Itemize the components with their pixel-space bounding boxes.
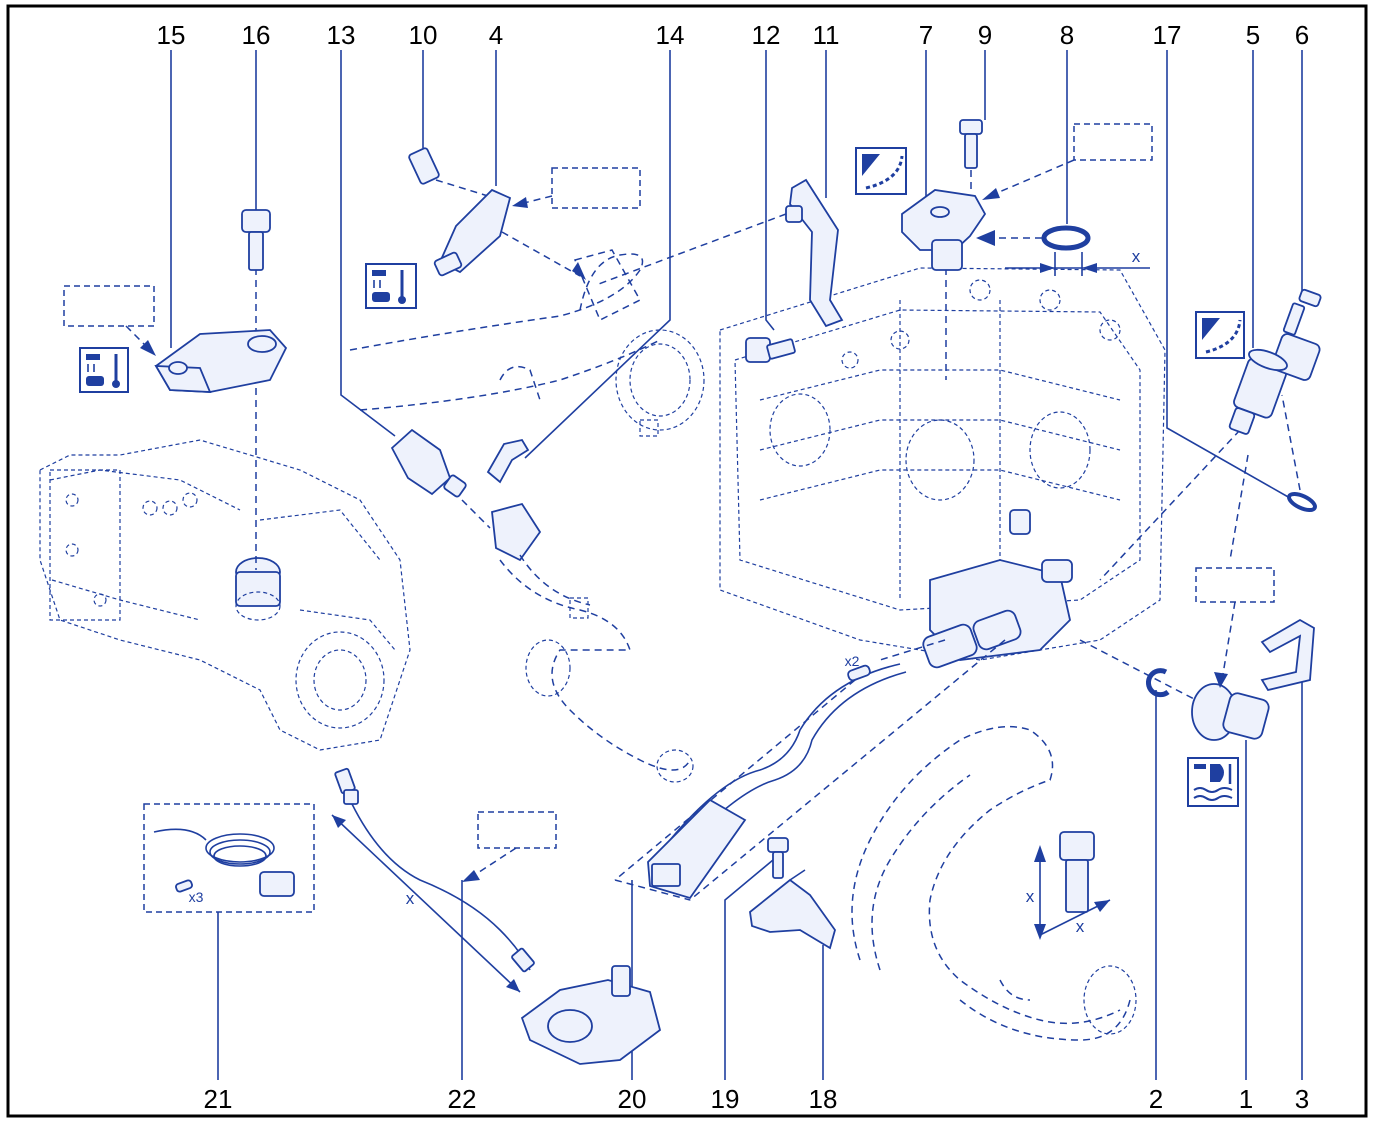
dimension-x-label: x (406, 889, 415, 908)
part-number-labels-bottom: 21 22 20 19 18 2 1 3 (204, 1084, 1310, 1114)
quantity-label: x3 (189, 889, 204, 905)
camshaft-sensor-assembly (901, 119, 1153, 276)
part-number-6: 6 (1295, 20, 1309, 50)
quantity-label: x2 (845, 653, 860, 669)
pressure-sensor-15-bolt-16 (63, 209, 288, 393)
part-number-2: 2 (1149, 1084, 1163, 1114)
pump-housing-left (39, 268, 411, 751)
dimension-x-label: x (1026, 887, 1035, 906)
part-number-14: 14 (656, 20, 685, 50)
coolant-temperature-icon (1187, 757, 1239, 807)
sensor-angle-icon (855, 147, 907, 195)
part-number-7: 7 (919, 20, 933, 50)
coolant-pipe (851, 725, 1137, 1041)
part-number-17: 17 (1153, 20, 1182, 50)
harness-connector-20 (647, 663, 907, 900)
temperature-sensor-13 (390, 428, 694, 783)
exhaust-temp-sensor-22 (331, 767, 662, 1065)
sensor-angle-icon (1195, 311, 1245, 359)
bracket-11-bolt-12 (595, 178, 844, 363)
part-number-22: 22 (448, 1084, 477, 1114)
part-number-labels-top: 15 16 13 10 4 14 12 11 7 9 8 17 5 6 (157, 20, 1310, 50)
engine-block (719, 267, 1166, 669)
sensor-4-screw-10 (408, 147, 641, 280)
part-number-15: 15 (157, 20, 186, 50)
part-number-10: 10 (409, 20, 438, 50)
dimension-x-label: x (1076, 917, 1085, 936)
harness-kit-21 (143, 803, 315, 913)
part-number-5: 5 (1246, 20, 1260, 50)
part-number-19: 19 (711, 1084, 740, 1114)
part-number-1: 1 (1239, 1084, 1253, 1114)
leader-lines-top (170, 50, 1303, 499)
part-number-12: 12 (752, 20, 781, 50)
part-number-21: 21 (204, 1084, 233, 1114)
dimension-x-label: x (1132, 247, 1141, 266)
temperature-sensor-icon (365, 263, 417, 309)
bolt-dimension-detail (1034, 831, 1111, 940)
part-number-8: 8 (1060, 20, 1074, 50)
crankshaft-sensor-assembly (1228, 288, 1322, 513)
part-number-13: 13 (327, 20, 356, 50)
bracket-18-bolt-19 (749, 837, 836, 950)
part-number-4: 4 (489, 20, 503, 50)
coolant-sensor-assembly (1146, 567, 1315, 741)
temperature-sensor-icon (79, 347, 129, 393)
part-number-3: 3 (1295, 1084, 1309, 1114)
diagram-frame (6, 4, 1368, 1118)
part-number-9: 9 (978, 20, 992, 50)
wiring-harness-upper (349, 249, 705, 437)
leader-lines-bottom (217, 680, 1303, 1080)
part-number-11: 11 (813, 20, 840, 50)
part-number-16: 16 (242, 20, 271, 50)
part-number-18: 18 (809, 1084, 838, 1114)
part-number-20: 20 (618, 1084, 647, 1114)
